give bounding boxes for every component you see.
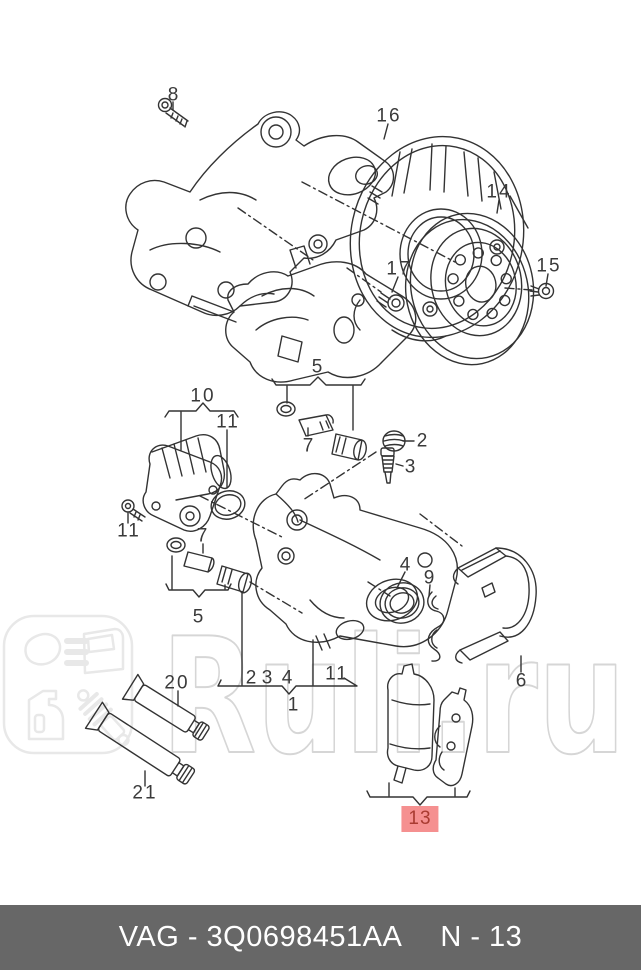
part-callout-5: 5: [311, 356, 325, 378]
oil-canister-icon: [27, 689, 65, 741]
brake-pad-left-drawing: [386, 663, 435, 784]
caliper-housing-drawing: [252, 473, 458, 651]
group-brackets: [164, 376, 471, 806]
seal-ring-11-drawing: [210, 490, 246, 520]
part-callout-8: 8: [167, 84, 181, 106]
part-callout-16: 16: [376, 105, 402, 127]
page-reference: N - 13: [440, 921, 523, 953]
bleeder-valve-drawing: [380, 447, 395, 484]
part-callout-3: 3: [404, 456, 418, 478]
brake-disc-drawing: [404, 212, 535, 366]
screw-17-drawing: [376, 292, 405, 312]
part-callout-2: 2: [416, 430, 430, 452]
watermark-layer: Ruli.ru: [2, 602, 627, 791]
splash-shield-drawing: [349, 135, 529, 342]
wheel-bearing-housing-drawing: [125, 111, 395, 317]
brake-pad-right-drawing: [432, 687, 474, 787]
guide-pin-set-top-drawing: [276, 401, 367, 461]
part-callout-6: 6: [515, 670, 529, 692]
part-callout-7: 7: [302, 435, 316, 457]
part-callout-4: 4: [281, 667, 295, 689]
leader-lines: [127, 101, 549, 787]
car-door-icon: [82, 627, 125, 675]
part-callout-9: 9: [423, 567, 437, 589]
part-callout-14: 14: [486, 181, 512, 203]
part-callout-10: 10: [190, 385, 216, 407]
part-callout-3: 3: [261, 667, 275, 689]
guide-pin-set-bottom-drawing: [166, 537, 253, 594]
part-callout-11: 11: [117, 520, 141, 542]
assembled-caliper-drawing: [187, 245, 417, 383]
bolt-11-drawing: [121, 499, 146, 522]
part-callout-17: 17: [386, 258, 412, 280]
part-callout-20: 20: [164, 672, 190, 694]
grease-tube-20-drawing: [121, 673, 210, 741]
catalog-code: VAG - 3Q0698451AA: [118, 921, 403, 953]
headlight-icon: [24, 632, 89, 666]
retaining-spring-drawing: [427, 591, 445, 662]
footer-bar: VAG - 3Q0698451AA N - 13: [0, 905, 641, 970]
part-callout-21: 21: [132, 782, 158, 804]
shock-absorber-icon: [77, 689, 130, 747]
parking-brake-motor-drawing: [142, 434, 232, 532]
watermark-text: Ruli.ru: [161, 603, 626, 790]
part-callout-15: 15: [536, 255, 562, 277]
part-callout-5: 5: [192, 606, 206, 628]
part-callout-13-highlighted[interactable]: 13: [401, 806, 439, 832]
part-callout-11: 11: [325, 663, 349, 685]
exploded-diagram-drawing: Ruli.ru: [2, 97, 627, 806]
part-callout-4: 4: [399, 554, 413, 576]
part-callout-1: 1: [287, 694, 301, 716]
caliper-carrier-drawing: [452, 547, 537, 664]
part-callout-7: 7: [196, 525, 210, 547]
part-callout-11: 11: [216, 411, 240, 433]
piston-seal-drawing: [379, 582, 425, 624]
part-callout-2: 2: [245, 667, 259, 689]
grease-tube-21-drawing: [84, 701, 196, 785]
